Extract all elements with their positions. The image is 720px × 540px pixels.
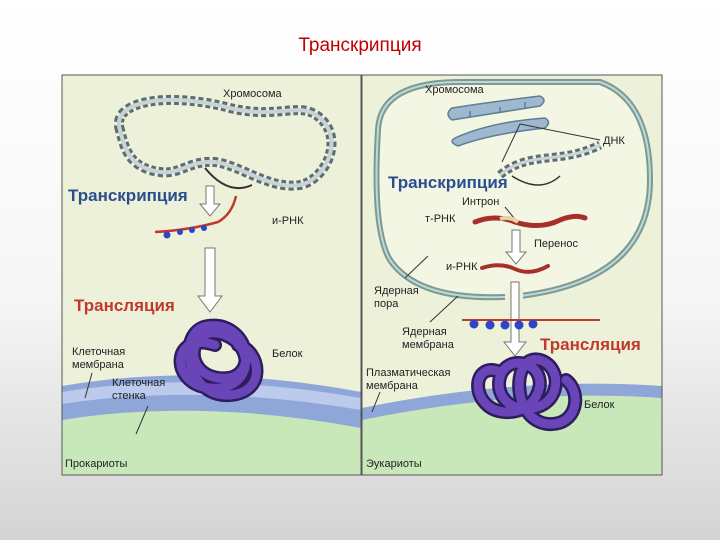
label-line-2: мембрана xyxy=(72,359,125,371)
euk-intron-label: Интрон xyxy=(462,196,499,208)
transcription-arrow-icon xyxy=(198,185,222,217)
ribosome-dots-euk xyxy=(469,319,538,330)
translation-arrow-icon xyxy=(197,247,223,313)
label-line-2: мембрана xyxy=(402,339,455,351)
euk-translation-label: Трансляция xyxy=(540,335,641,354)
label-line-2: стенка xyxy=(112,390,147,402)
plasma-membrane xyxy=(362,383,662,420)
dna-helix-icon xyxy=(497,140,603,186)
protein-icon xyxy=(173,318,264,402)
prok-transcription-label: Транскрипция xyxy=(68,186,188,205)
label-line-2: пора xyxy=(374,298,399,310)
circular-dna xyxy=(113,94,337,191)
mrna-strand xyxy=(154,195,238,234)
prok-translation-label: Трансляция xyxy=(74,296,175,315)
prok-cell-membrane-label: Клеточная мембрана xyxy=(72,346,128,371)
label-line-2: мембрана xyxy=(366,380,419,392)
prok-chromosome-label: Хромосома xyxy=(223,88,283,100)
prok-cell-wall-label: Клеточная стенка xyxy=(112,377,168,402)
pre-mrna-strand xyxy=(472,213,588,228)
euk-transfer-label: Перенос xyxy=(534,238,578,250)
euk-protein-label: Белок xyxy=(584,399,615,411)
euk-mrna-label: и-РНК xyxy=(446,261,478,273)
transfer-arrow-icon xyxy=(504,229,528,265)
prok-protein-label: Белок xyxy=(272,348,303,360)
euk-nuclear-pore-label: Ядерная пора xyxy=(374,285,422,310)
euk-chromosome-label: Хромосома xyxy=(425,84,485,96)
euk-plasma-membrane-label: Плазматическая мембрана xyxy=(366,367,454,392)
mrna-strand-euk xyxy=(480,263,550,274)
slide-title: Транскрипция xyxy=(298,35,422,56)
prokaryote-caption: Прокариоты xyxy=(65,458,127,470)
euk-dna-label: ДНК xyxy=(603,135,625,147)
ribosome-dots xyxy=(163,225,207,239)
eukaryote-caption: Эукариоты xyxy=(366,458,422,470)
euk-pre-mrna-label: т-РНК xyxy=(425,213,456,225)
prok-mrna-label: и-РНК xyxy=(272,215,304,227)
protein-icon-euk xyxy=(471,352,583,431)
euk-transcription-label: Транскрипция xyxy=(388,173,508,192)
euk-nuclear-membrane-label: Ядерная мембрана xyxy=(402,326,455,351)
cell-membrane xyxy=(62,382,361,410)
